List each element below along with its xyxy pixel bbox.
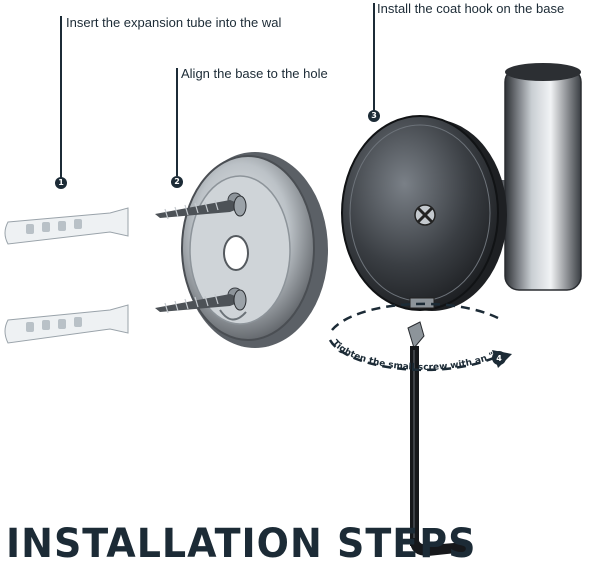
expansion-tube-top xyxy=(4,207,129,245)
expansion-tube-bottom xyxy=(4,304,129,344)
screw-bottom xyxy=(155,289,247,314)
step-2-badge: 2 xyxy=(171,176,183,188)
step-1-leader xyxy=(60,16,62,178)
hex-wrench xyxy=(410,346,466,556)
mounting-base xyxy=(181,152,328,348)
coat-hook-post xyxy=(498,63,582,291)
page-title: INSTALLATION STEPS xyxy=(6,520,477,566)
screw-top xyxy=(155,195,247,220)
coat-hook-cover xyxy=(341,115,507,311)
step-4-badge: 4 xyxy=(492,351,506,365)
step-3-text: Install the coat hook on the base xyxy=(377,1,565,16)
step-2-text: Align the base to the hole xyxy=(181,66,328,81)
step-3-leader xyxy=(373,3,375,111)
step-2-leader xyxy=(176,68,178,176)
step-1-text: Insert the expansion tube into the wal xyxy=(66,15,282,30)
step-1-badge: 1 xyxy=(55,177,67,189)
set-screw-icon xyxy=(414,204,436,226)
step-3-badge: 3 xyxy=(368,110,380,122)
hex-screw xyxy=(407,321,425,350)
svg-text:4: 4 xyxy=(496,354,502,363)
